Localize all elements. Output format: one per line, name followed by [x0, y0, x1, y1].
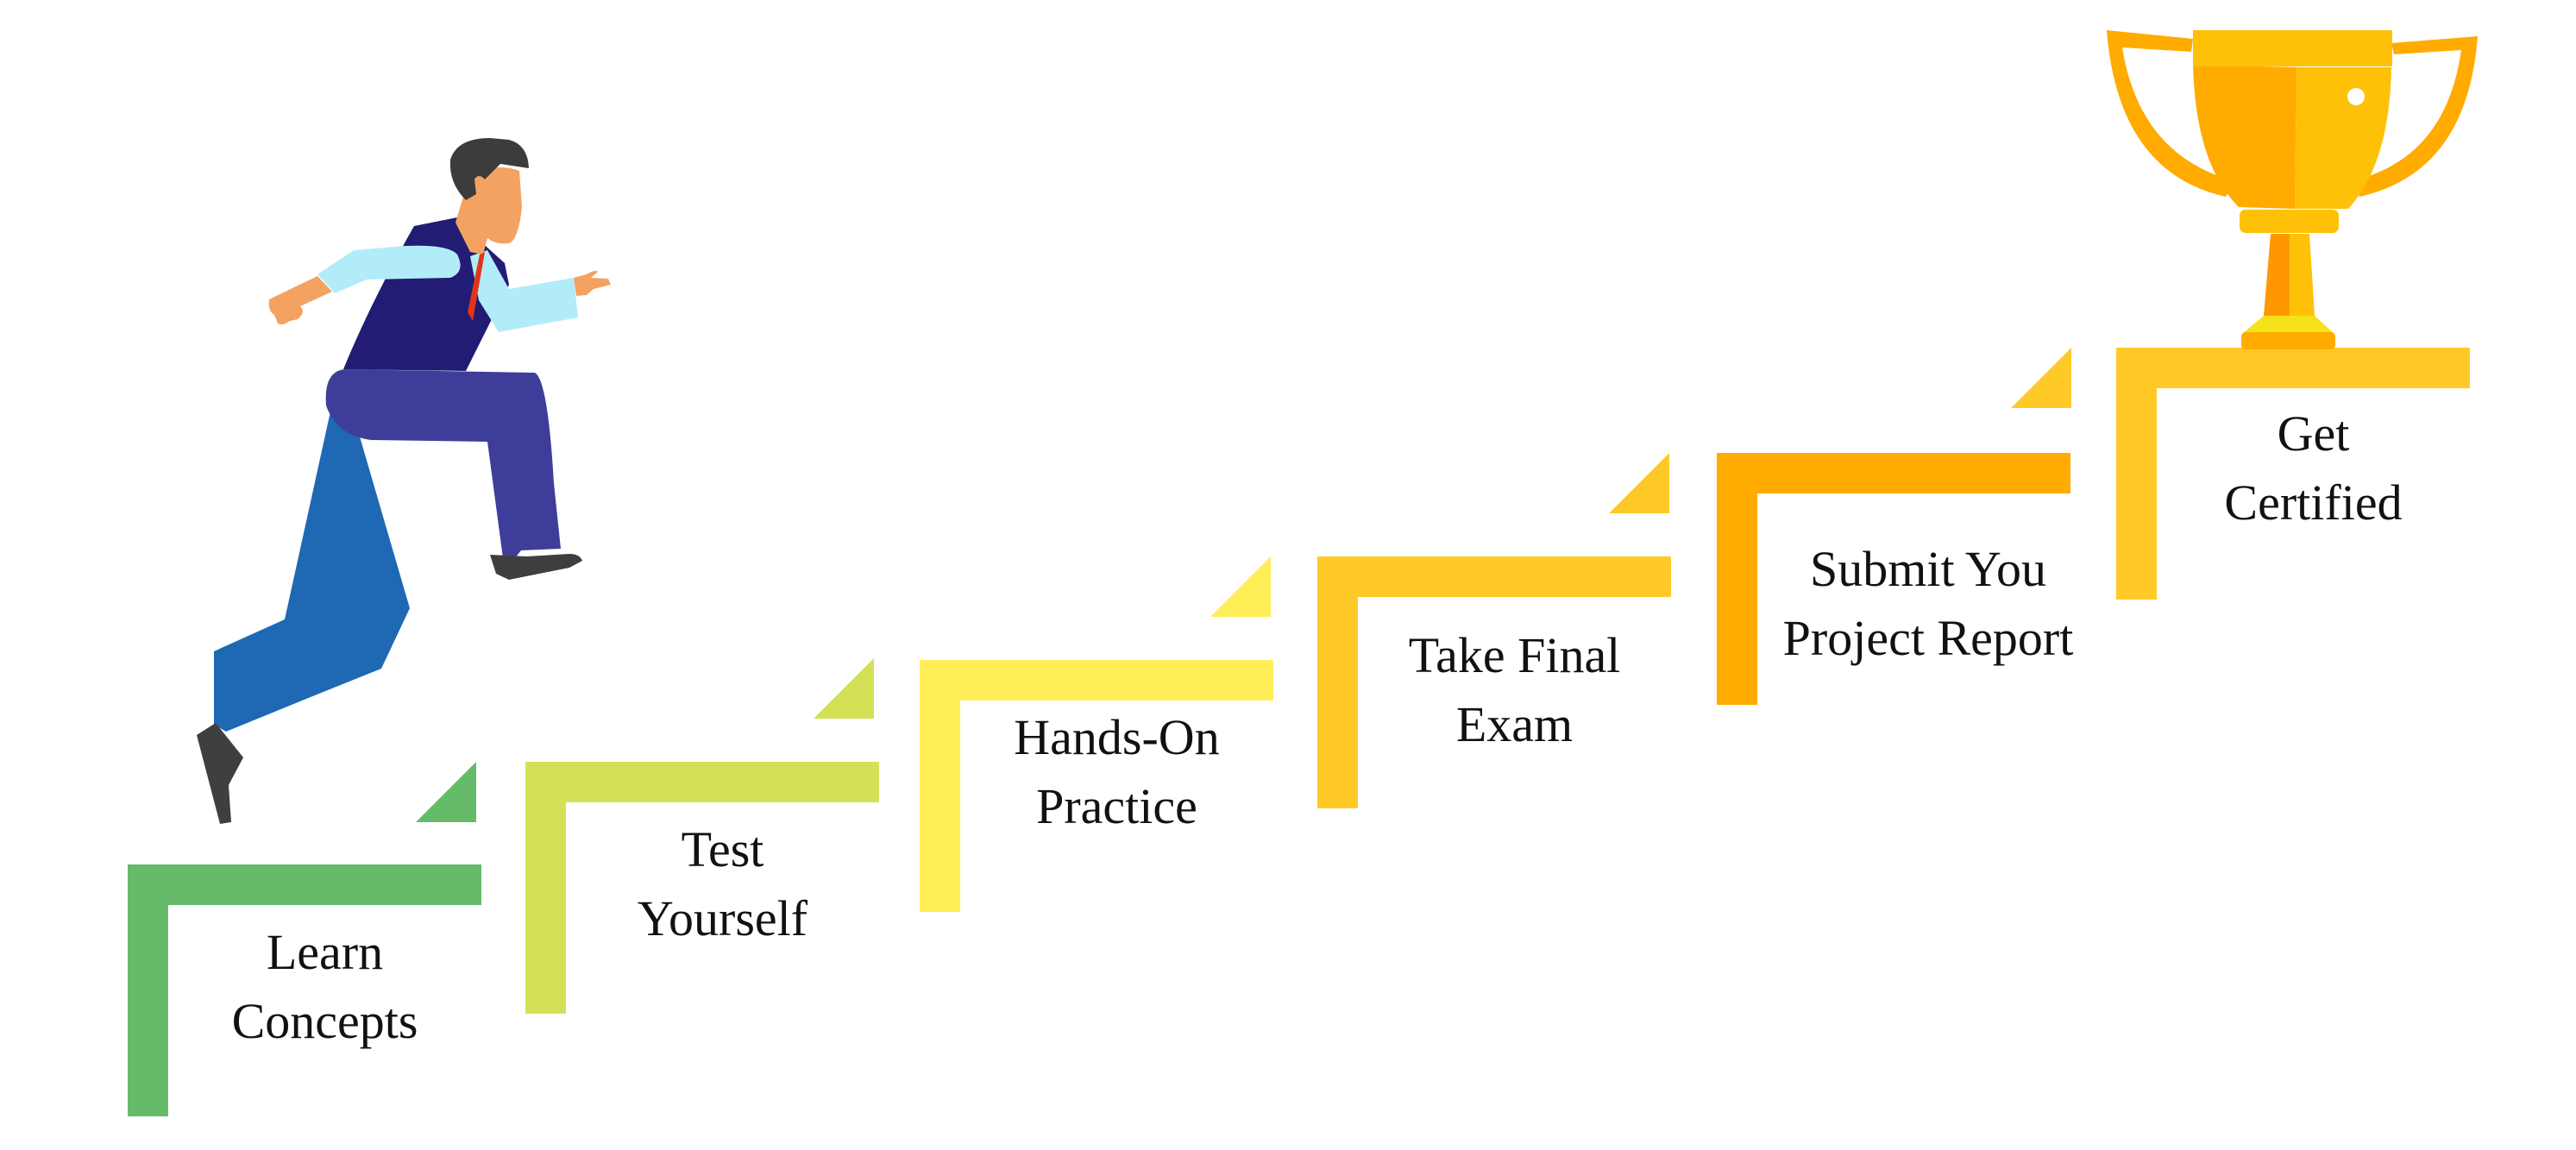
step-label-line1: Learn — [266, 924, 384, 980]
step-tread — [1717, 453, 2070, 493]
step-label-line1: Submit You — [1809, 541, 2047, 597]
step-label-line2: Practice — [1036, 778, 1197, 834]
step-label: Test Yourself — [566, 815, 879, 953]
tie — [468, 252, 485, 321]
vest — [343, 217, 509, 371]
front-arm-sleeve — [470, 250, 578, 332]
step-label-line2: Exam — [1455, 696, 1574, 752]
step-take-final-exam: Take Final Exam — [1317, 556, 1671, 808]
step-get-certified: Get Certified — [2116, 348, 2470, 600]
step-riser — [525, 762, 566, 1014]
step-label-line1: Get — [2277, 405, 2350, 462]
step-label-line1: Hands-On — [1014, 709, 1220, 765]
step-learn-concepts: Learn Concepts — [128, 864, 481, 1116]
step-riser — [1717, 453, 1757, 705]
connector-triangle-1 — [416, 762, 476, 822]
connector-triangle-2 — [814, 658, 874, 719]
back-shoe — [197, 723, 243, 824]
step-label-line2: Yourself — [637, 890, 808, 946]
step-tread — [920, 660, 1273, 701]
hair — [449, 138, 529, 200]
trophy-shine — [2347, 88, 2365, 105]
step-label-line2: Certified — [2224, 474, 2403, 531]
step-label: Get Certified — [2157, 399, 2470, 537]
back-leg — [214, 401, 410, 732]
front-shoe — [490, 554, 582, 580]
trophy-cup-left — [2193, 65, 2296, 209]
connector-triangle-3 — [1210, 556, 1271, 617]
step-riser — [920, 660, 960, 912]
step-riser — [128, 864, 168, 1116]
trophy-rim — [2193, 30, 2392, 66]
connector-triangle-5 — [2011, 348, 2071, 408]
step-label-line2: Project Report — [1782, 610, 2074, 666]
connector-triangle-4 — [1609, 453, 1669, 513]
step-label-line1: Test — [681, 821, 764, 877]
step-riser — [1317, 556, 1358, 808]
step-test-yourself: Test Yourself — [525, 762, 879, 1014]
back-arm-sleeve — [317, 245, 461, 293]
step-tread — [525, 762, 879, 802]
trophy-collar — [2240, 210, 2339, 233]
step-tread — [128, 864, 481, 905]
step-label-line2: Concepts — [231, 993, 418, 1049]
trophy-stem-left — [2264, 234, 2290, 316]
back-fist — [268, 276, 332, 324]
step-tread — [1317, 556, 1671, 597]
step-label: Take Final Exam — [1358, 621, 1671, 759]
step-hands-on-practice: Hands-On Practice — [920, 660, 1273, 912]
step-label: Submit You Project Report — [1734, 535, 2122, 673]
step-submit-project-report: Submit You Project Report — [1717, 453, 2073, 705]
front-leg — [325, 369, 561, 571]
front-hand — [574, 271, 611, 296]
step-label: Learn Concepts — [168, 918, 481, 1056]
step-tread — [2116, 348, 2470, 388]
step-label-line1: Take Final — [1408, 627, 1621, 683]
trophy-base-top — [2243, 316, 2334, 333]
step-riser — [2116, 348, 2157, 600]
trophy-cup-right — [2295, 67, 2391, 209]
trophy-stem-right — [2290, 234, 2315, 316]
step-label: Hands-On Practice — [960, 703, 1273, 841]
trophy-base — [2241, 332, 2335, 349]
